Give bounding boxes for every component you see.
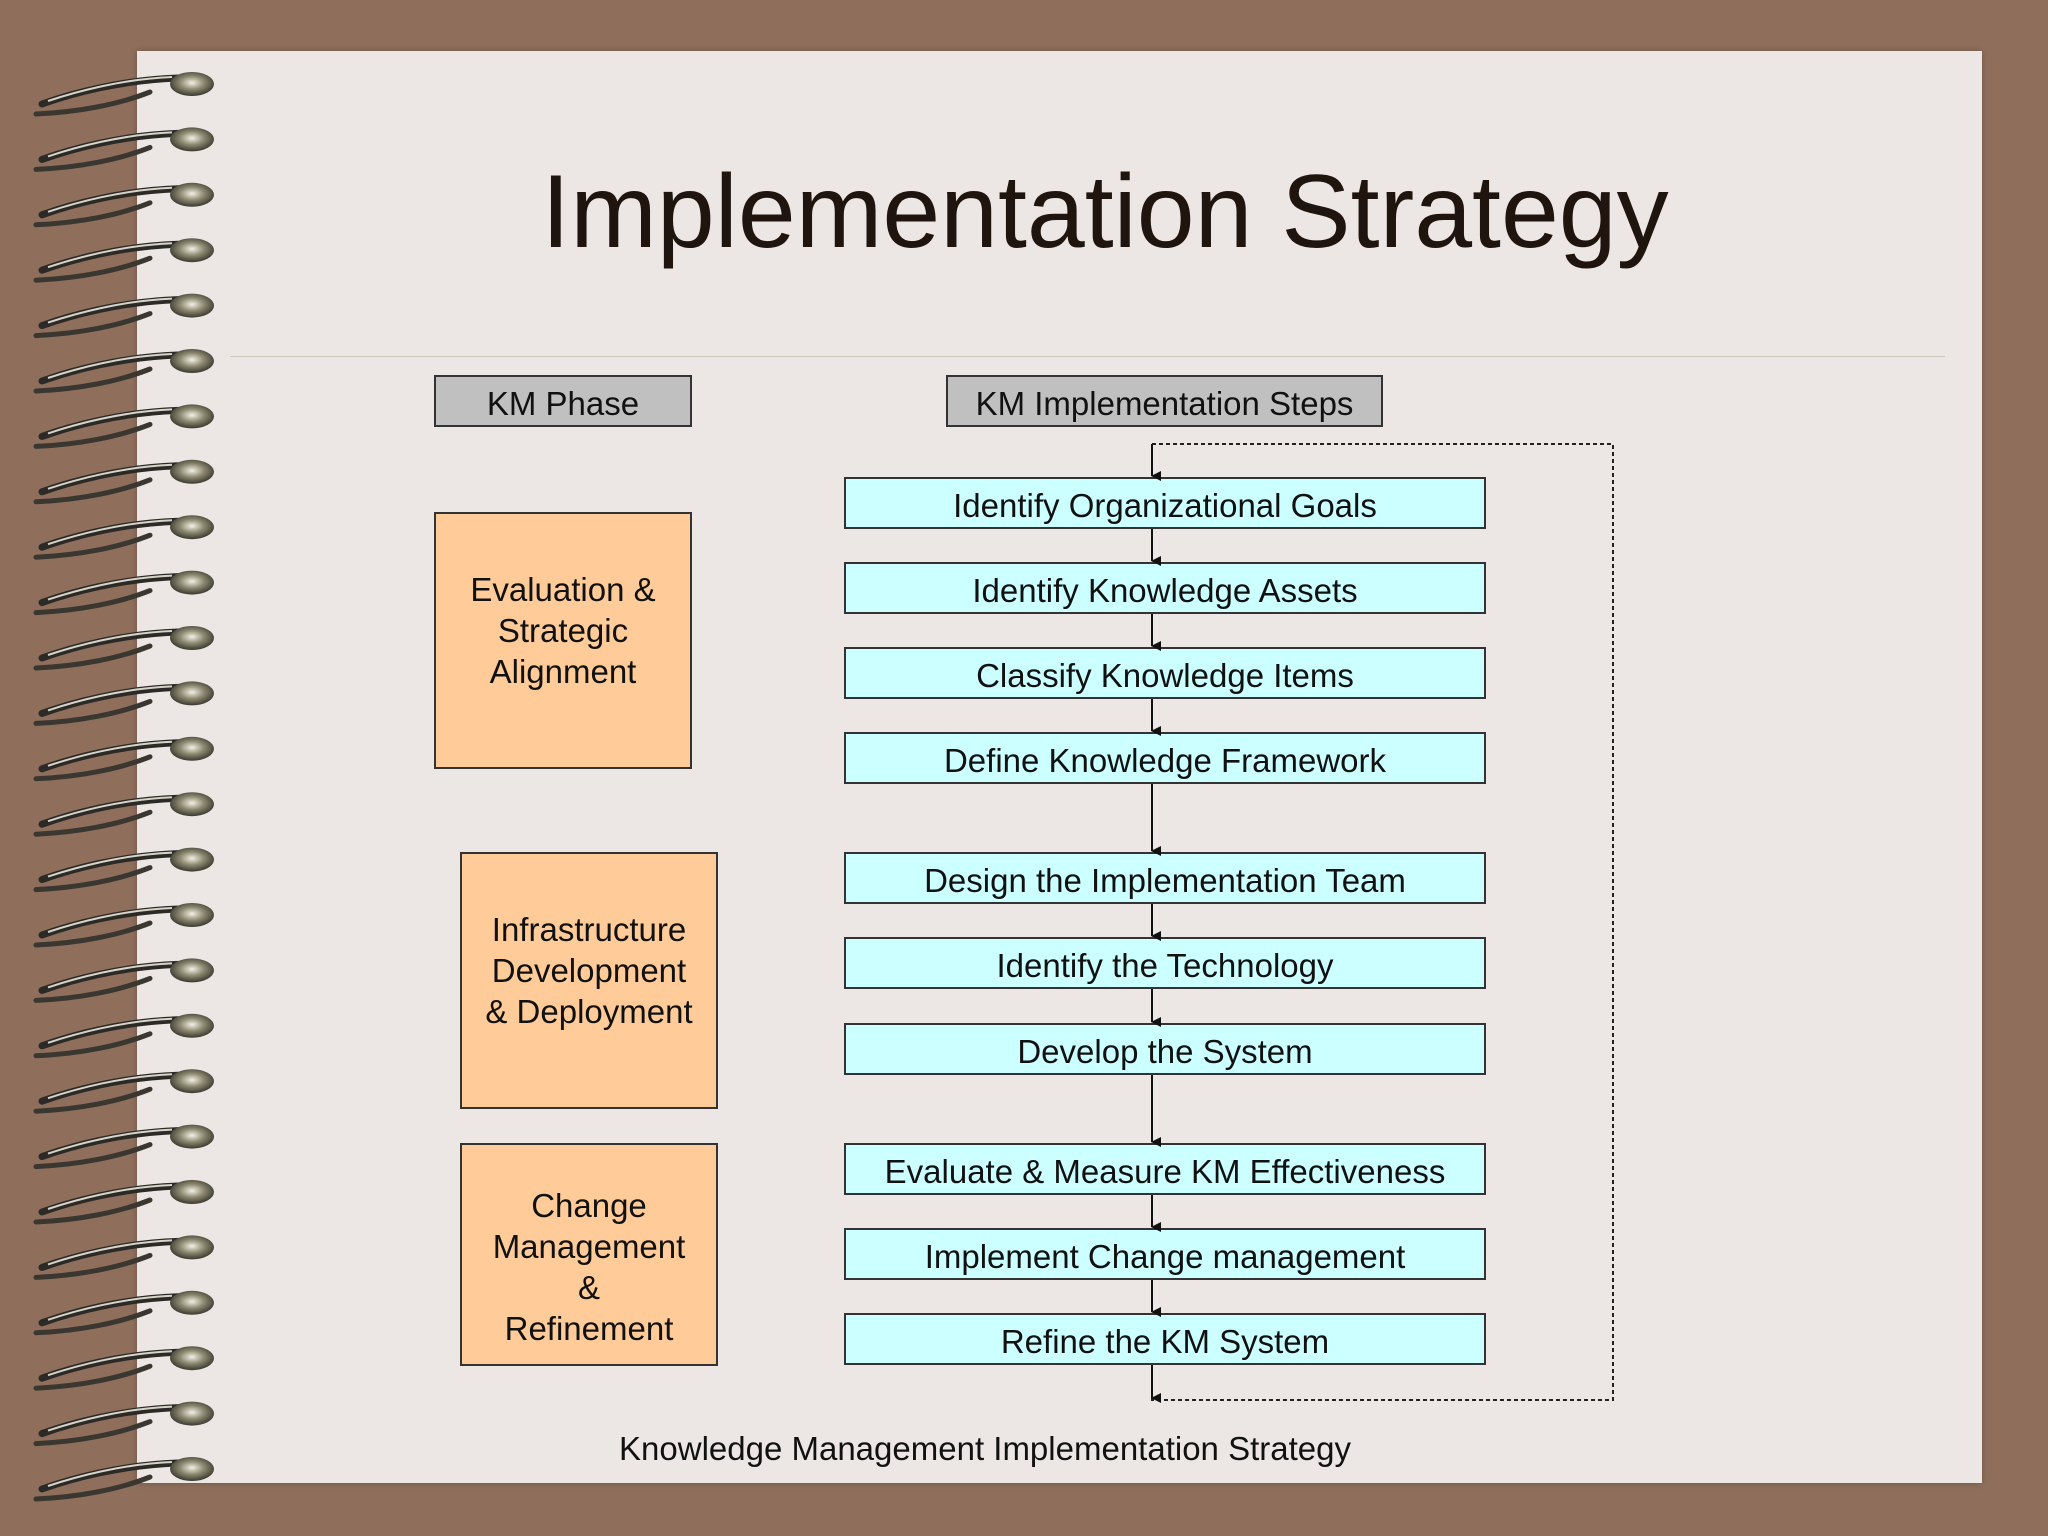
step-design-team: Design the Implementation Team xyxy=(844,852,1486,904)
page-title: Implementation Strategy xyxy=(541,154,1669,270)
binding-ring xyxy=(33,459,214,505)
binding-ring xyxy=(33,958,214,1003)
binding-ring xyxy=(33,903,214,948)
km-steps-header: KM Implementation Steps xyxy=(946,375,1383,427)
binding-ring xyxy=(33,1401,214,1447)
km-phase-header: KM Phase xyxy=(434,375,692,427)
binding-ring xyxy=(33,238,214,283)
phase-change-management: Change Management & Refinement xyxy=(460,1143,718,1366)
binding-ring xyxy=(33,515,214,560)
binding-ring xyxy=(33,847,214,893)
spiral-binding xyxy=(33,72,214,1502)
step-refine-system: Refine the KM System xyxy=(844,1313,1486,1365)
binding-ring xyxy=(33,792,214,837)
binding-ring xyxy=(33,681,214,726)
step-identify-goals: Identify Organizational Goals xyxy=(844,477,1486,529)
binding-ring xyxy=(33,1013,214,1059)
binding-ring xyxy=(33,1290,214,1336)
binding-ring xyxy=(33,349,214,394)
binding-ring xyxy=(33,127,214,172)
step-classify-items: Classify Knowledge Items xyxy=(844,647,1486,699)
phase-evaluation: Evaluation & Strategic Alignment xyxy=(434,512,692,769)
step-identify-assets: Identify Knowledge Assets xyxy=(844,562,1486,614)
phase-infrastructure: Infrastructure Development & Deployment xyxy=(460,852,718,1109)
step-develop-system: Develop the System xyxy=(844,1023,1486,1075)
feedback-loop-line xyxy=(1151,443,1614,1401)
binding-ring xyxy=(33,736,214,782)
binding-ring xyxy=(33,1069,214,1114)
step-change-management: Implement Change management xyxy=(844,1228,1486,1280)
binding-ring xyxy=(33,1180,214,1225)
diagram-caption: Knowledge Management Implementation Stra… xyxy=(619,1430,1351,1467)
title-divider xyxy=(230,356,1945,357)
step-identify-technology: Identify the Technology xyxy=(844,937,1486,989)
binding-ring xyxy=(33,626,214,671)
binding-ring xyxy=(33,1124,214,1170)
binding-ring xyxy=(33,293,214,339)
step-define-framework: Define Knowledge Framework xyxy=(844,732,1486,784)
binding-ring xyxy=(33,1457,214,1502)
binding-ring xyxy=(33,182,214,228)
step-evaluate-effectiveness: Evaluate & Measure KM Effectiveness xyxy=(844,1143,1486,1195)
binding-ring xyxy=(33,1346,214,1391)
binding-ring xyxy=(33,72,214,117)
binding-ring xyxy=(33,1235,214,1280)
binding-ring xyxy=(33,404,214,449)
binding-ring xyxy=(33,570,214,616)
